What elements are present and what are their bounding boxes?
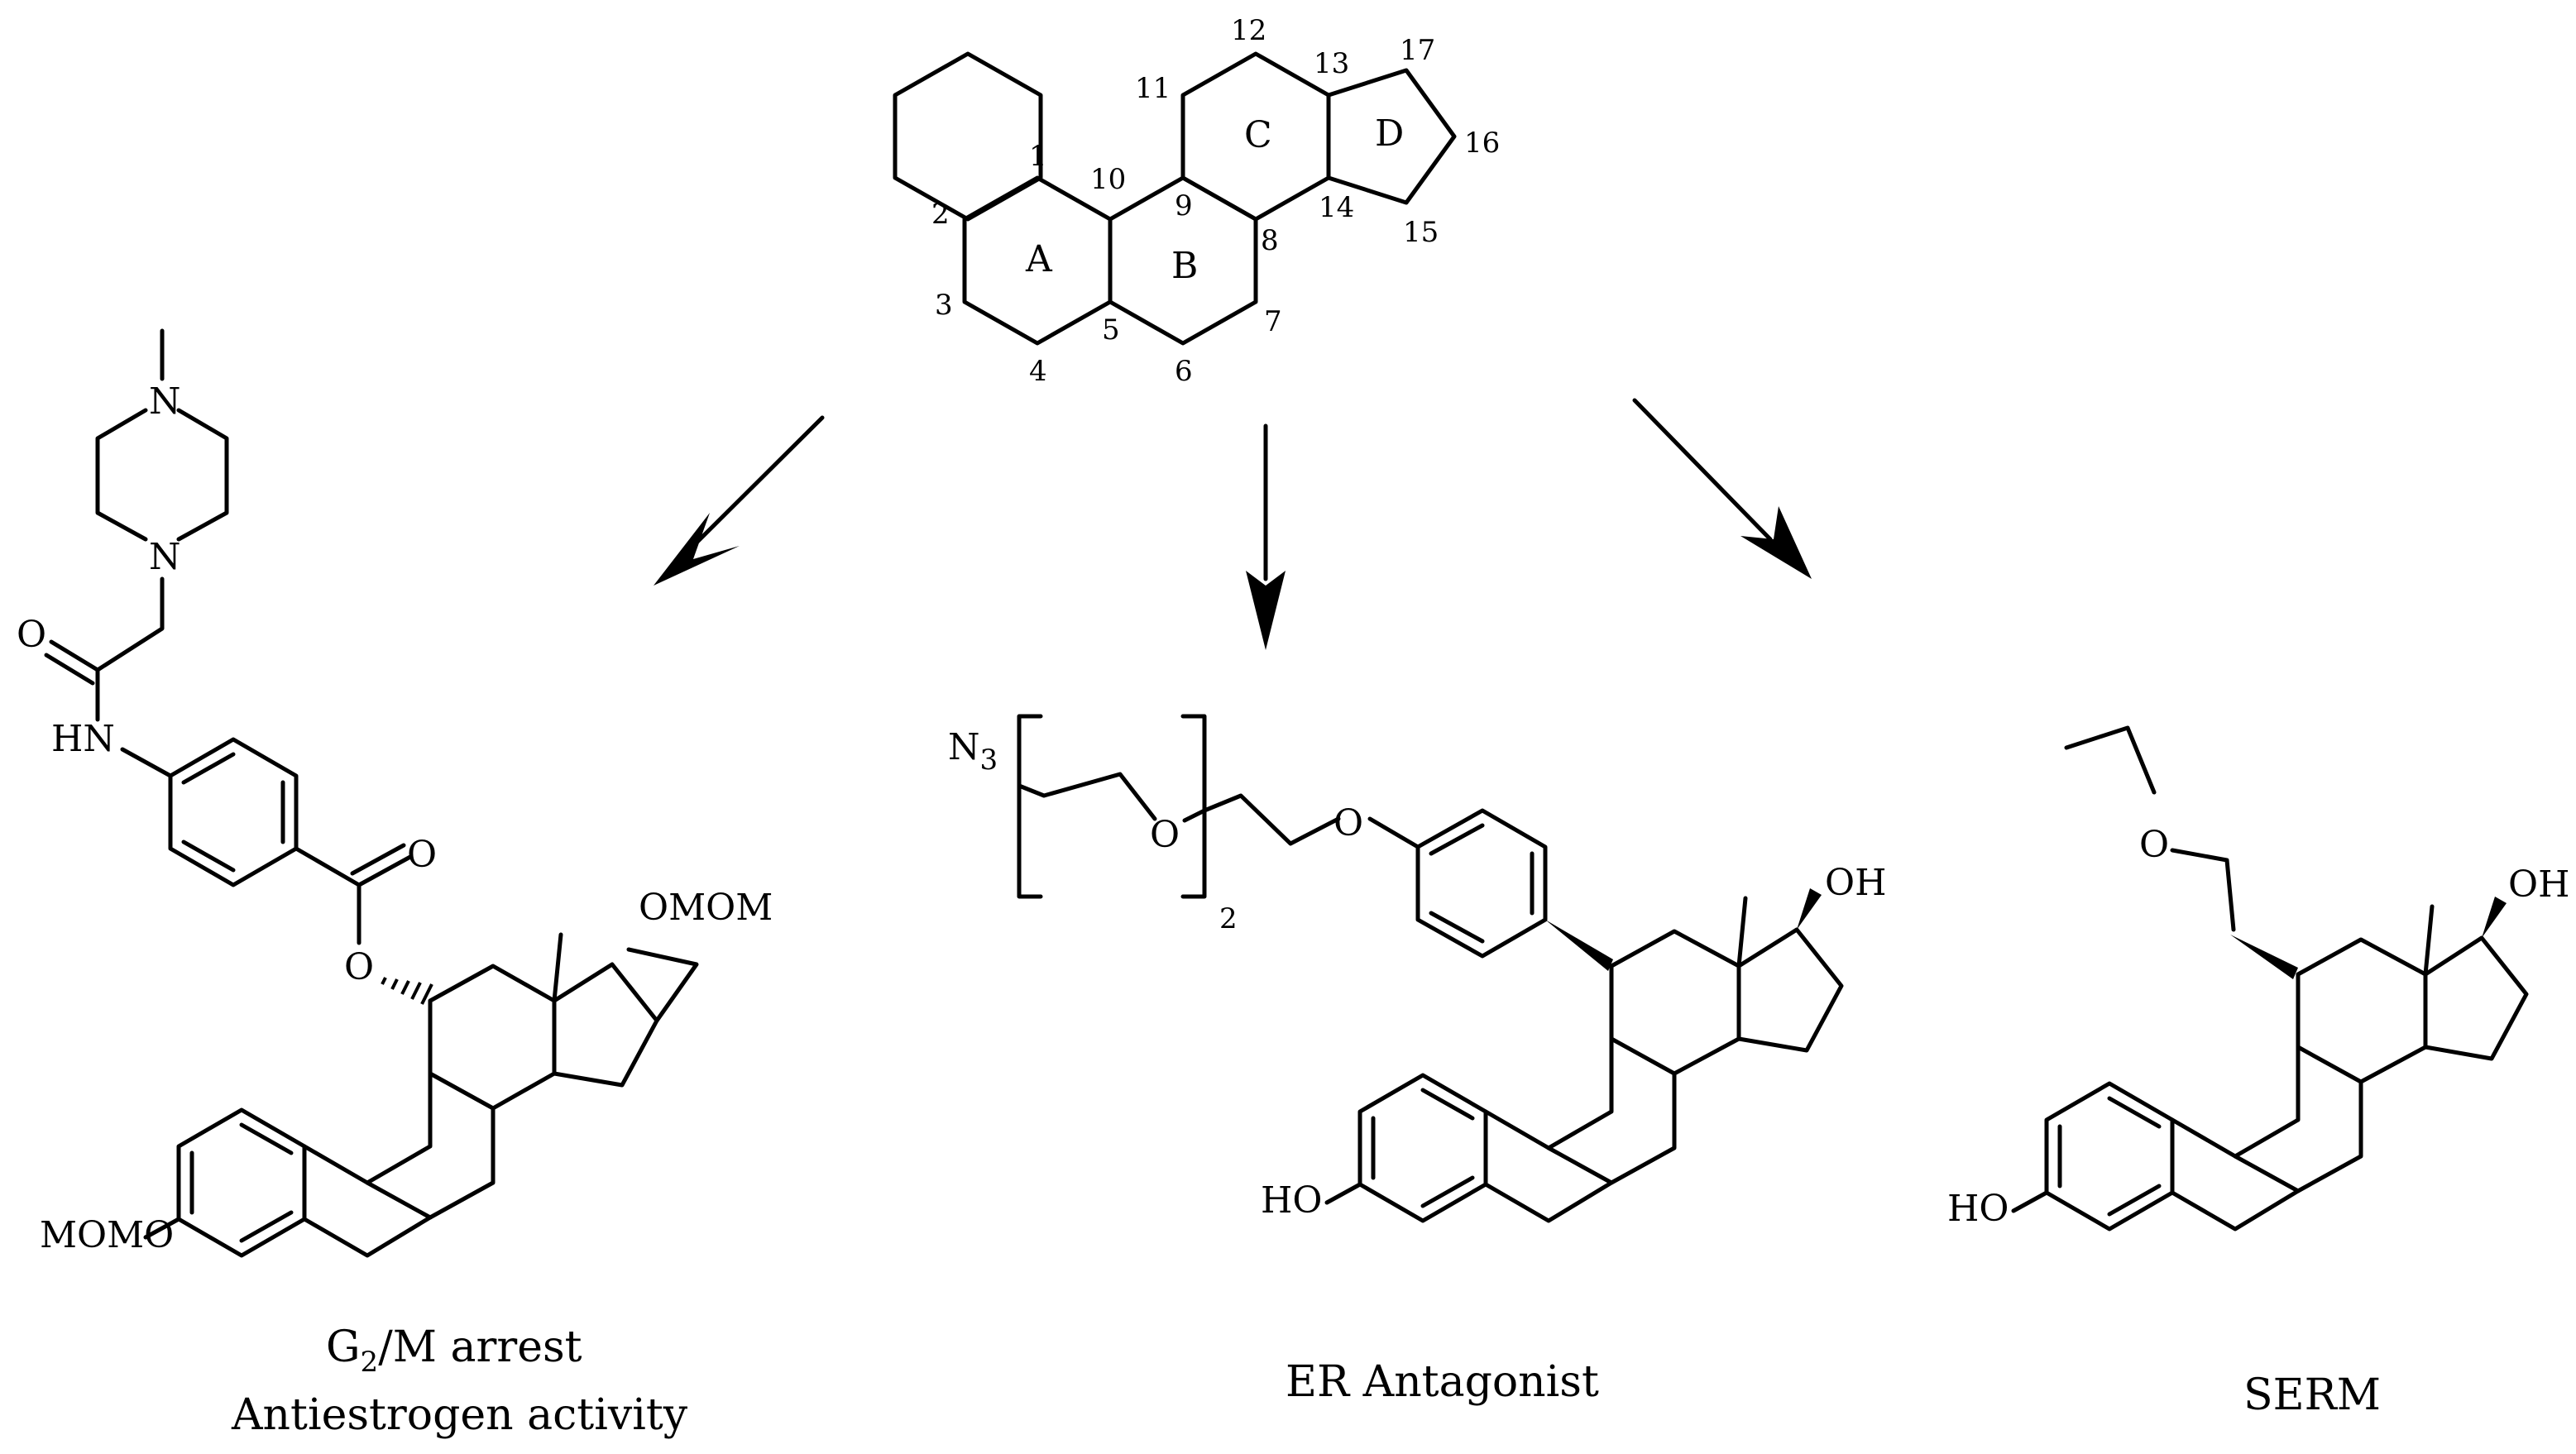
position-9: 9	[1175, 189, 1193, 222]
position-11: 11	[1135, 72, 1171, 105]
ring-label-c: C	[1244, 114, 1272, 156]
atom-o-ester-carbonyl: O	[407, 834, 437, 876]
atom-n-top: N	[149, 380, 181, 423]
position-6: 6	[1175, 355, 1193, 388]
atom-oh17-middle: OH	[1825, 862, 1886, 904]
atom-o3: MOMO	[40, 1214, 174, 1256]
caption-left-line2: Antiestrogen activity	[231, 1390, 688, 1440]
atom-oh17-right: OH	[2508, 863, 2569, 906]
arrow-to-left	[654, 415, 825, 586]
atom-ho3-right: HO	[1947, 1188, 2009, 1230]
repeat-count: 2	[1219, 902, 1238, 935]
atom-o-peg2: O	[1333, 802, 1363, 844]
position-13: 13	[1314, 47, 1349, 80]
position-7: 7	[1264, 305, 1282, 338]
position-17: 17	[1400, 34, 1435, 67]
arrow-to-right	[1632, 398, 1812, 579]
atom-nh: HN	[51, 718, 115, 760]
atom-n-bottom: N	[149, 536, 181, 578]
position-15: 15	[1403, 216, 1439, 249]
position-10: 10	[1090, 163, 1126, 196]
atom-o-peg1: O	[1150, 814, 1180, 856]
position-1: 1	[1029, 140, 1047, 173]
ring-label-b: B	[1171, 245, 1198, 287]
atom-azide-sub: 3	[980, 744, 998, 777]
ring-d	[1326, 68, 1457, 205]
caption-left-main: G	[326, 1322, 361, 1372]
position-5: 5	[1102, 313, 1120, 347]
atom-azide-main: N	[948, 726, 980, 768]
atom-o-carbonyl: O	[17, 614, 46, 656]
compound-left: N N O HN O O	[17, 328, 773, 1440]
caption-left-line1: G2/M arrest	[326, 1322, 582, 1379]
compound-middle: N3 O 2 O OH HO ER Antagonist	[948, 714, 1886, 1407]
atom-o17: OMOM	[639, 887, 773, 929]
position-14: 14	[1319, 191, 1354, 224]
position-12: 12	[1231, 14, 1266, 47]
arrow-to-middle	[1246, 423, 1286, 650]
atom-azide: N3	[948, 726, 998, 777]
caption-right: SERM	[2243, 1370, 2381, 1420]
caption-left-rest: /M arrest	[378, 1322, 582, 1372]
atom-o-ester: O	[344, 946, 374, 988]
ring-label-a: A	[1025, 238, 1053, 280]
ring-label-d: D	[1375, 112, 1404, 155]
atom-o-ether: O	[2139, 824, 2169, 866]
position-4: 4	[1029, 355, 1047, 388]
steroid-core-skeleton: A B C D 1 2 3 4 5 6 7 8 9 10 11 12 13 14…	[893, 14, 1500, 388]
atom-ho3-middle: HO	[1261, 1179, 1322, 1222]
position-16: 16	[1464, 127, 1500, 160]
caption-left-sub: 2	[361, 1346, 379, 1379]
position-3: 3	[935, 289, 953, 322]
steroid-core-rings	[962, 51, 1457, 346]
position-8: 8	[1261, 224, 1279, 257]
compound-right: O OH HO SERM	[1947, 725, 2569, 1420]
caption-middle: ER Antagonist	[1286, 1357, 1599, 1407]
position-2: 2	[931, 198, 950, 231]
